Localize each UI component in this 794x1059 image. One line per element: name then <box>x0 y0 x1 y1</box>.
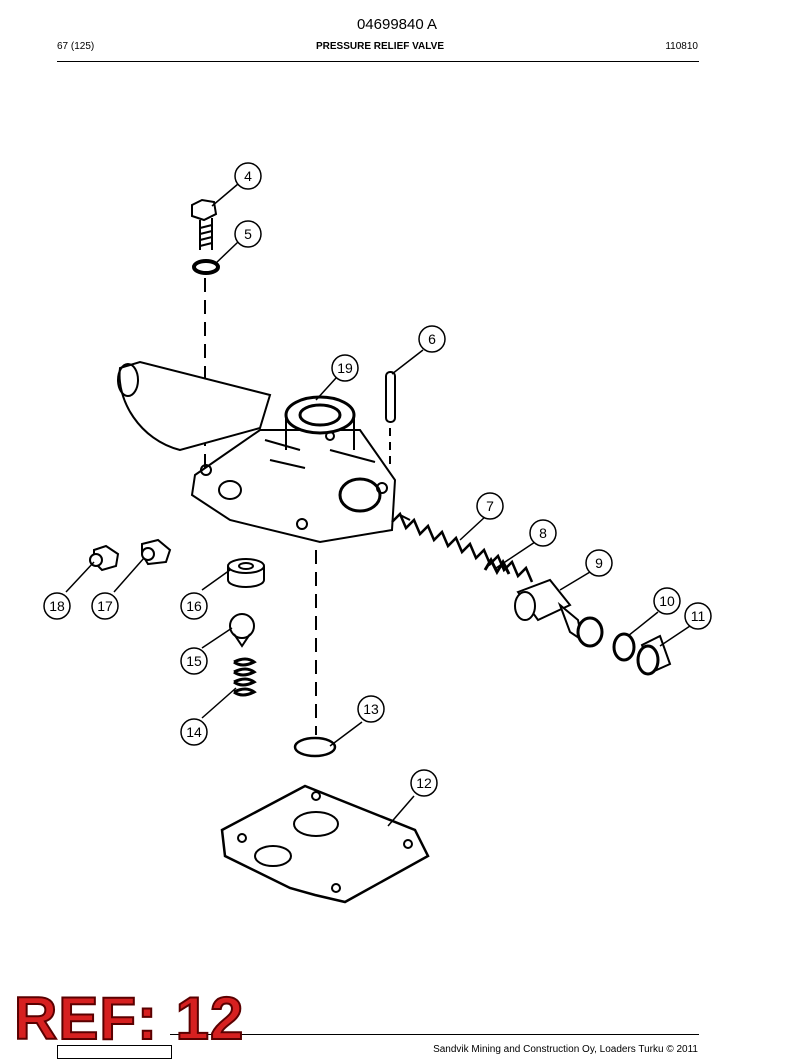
callout-18: 18 <box>49 598 65 614</box>
spring-part <box>391 511 534 583</box>
plug-part <box>636 634 672 676</box>
callout-14: 14 <box>186 724 202 740</box>
gasket-ring-part <box>293 736 337 758</box>
callout-11: 11 <box>691 608 706 624</box>
small-plug-17-part <box>141 538 172 566</box>
callout-12: 12 <box>416 775 432 791</box>
callout-5: 5 <box>244 226 252 242</box>
valve-body-part <box>117 360 397 544</box>
callout-19: 19 <box>337 360 353 376</box>
piston-part <box>514 578 604 648</box>
callout-10: 10 <box>659 593 675 609</box>
small-spring-part <box>233 657 257 697</box>
callout-16: 16 <box>186 598 202 614</box>
exploded-parts-diagram: 4 5 6 19 7 8 9 10 11 18 17 16 15 14 13 1… <box>43 162 712 904</box>
footer-rule <box>170 1034 699 1035</box>
callout-8: 8 <box>539 525 547 541</box>
page-info: 67 (125) <box>57 41 95 52</box>
callout-9: 9 <box>595 555 603 571</box>
spring-end-part <box>483 556 511 576</box>
washer-part <box>192 259 220 275</box>
doc-number: 04699840 A <box>356 16 438 33</box>
callout-17: 17 <box>97 598 113 614</box>
small-plug-18-part <box>89 544 120 572</box>
copyright-text: Sandvik Mining and Construction Oy, Load… <box>433 1044 698 1055</box>
header-rule <box>57 61 699 62</box>
seat-part <box>227 558 265 588</box>
ref-stamp: REF: 12 <box>13 984 245 1053</box>
callout-7: 7 <box>486 498 494 514</box>
callout-circles <box>43 162 712 797</box>
ball-poppet-part <box>229 613 255 648</box>
callout-15: 15 <box>186 653 202 669</box>
callout-6: 6 <box>428 331 436 347</box>
logo-box <box>57 1045 172 1059</box>
callout-4: 4 <box>244 168 252 184</box>
pin-part <box>385 371 396 423</box>
callout-13: 13 <box>363 701 379 717</box>
bolt-part <box>191 198 218 250</box>
o-ring-part <box>612 632 636 662</box>
callout-leaders <box>65 183 691 827</box>
base-plate-part <box>220 784 430 904</box>
date-code: 110810 <box>665 41 698 52</box>
callout-labels: 4 5 6 19 7 8 9 10 11 18 17 16 15 14 13 1… <box>49 168 705 791</box>
section-title: PRESSURE RELIEF VALVE <box>316 41 444 52</box>
